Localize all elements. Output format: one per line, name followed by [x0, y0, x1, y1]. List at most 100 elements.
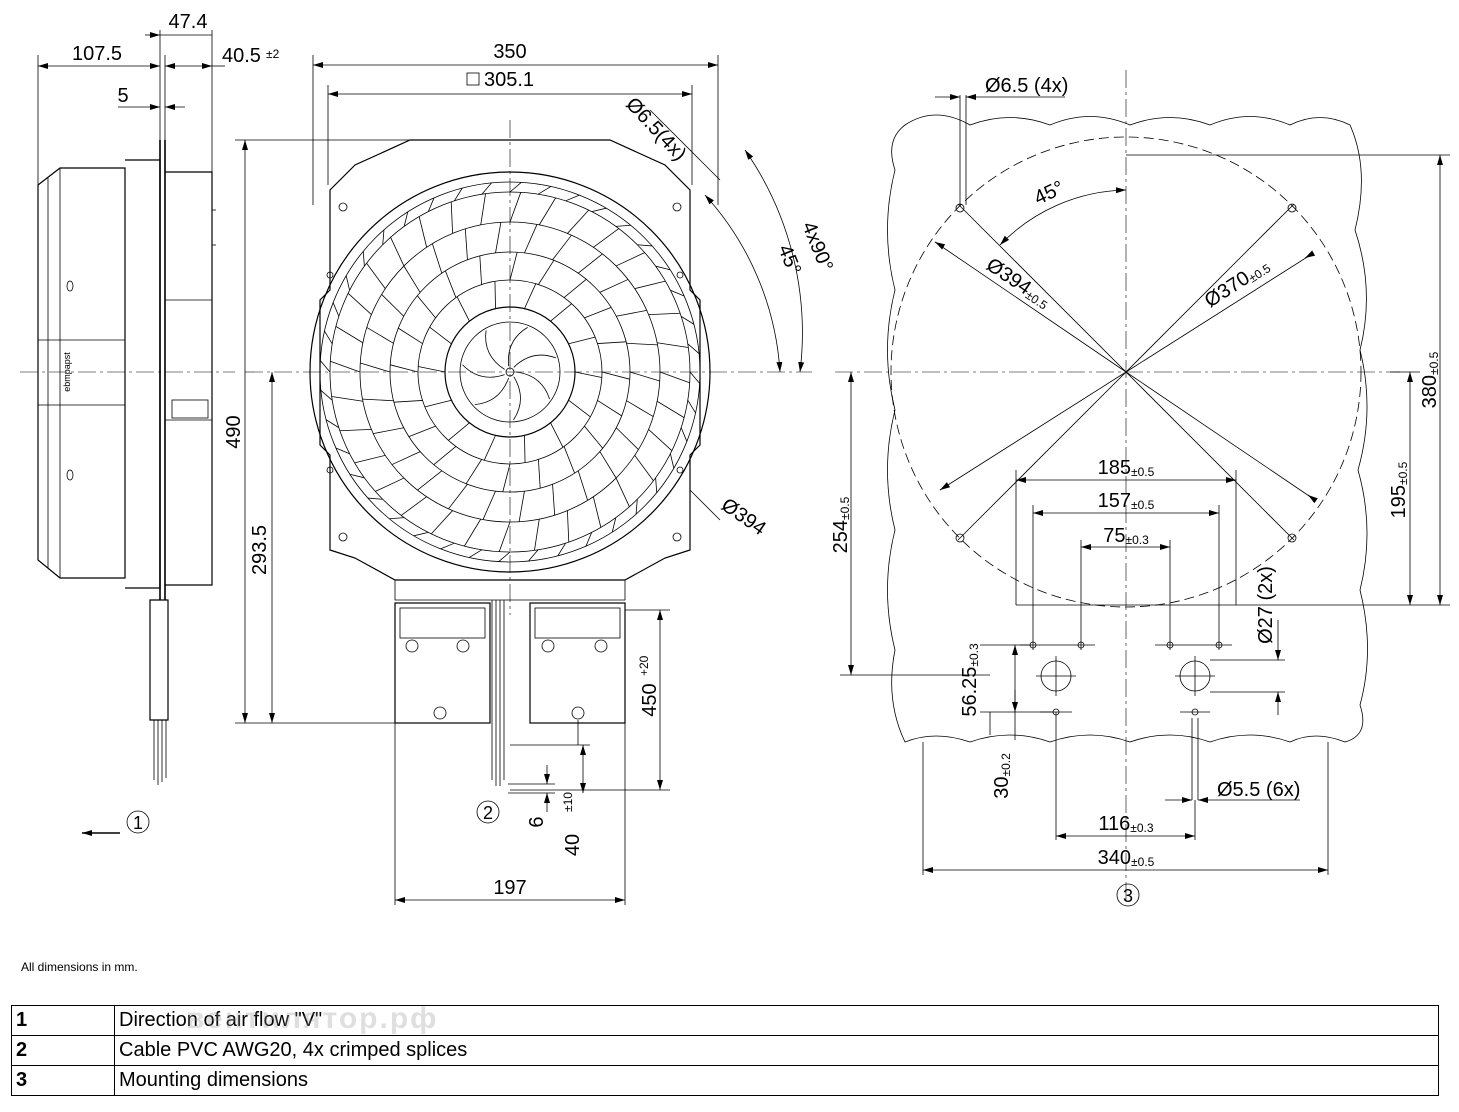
fan-spoke — [563, 446, 575, 474]
fan-spoke — [509, 192, 522, 223]
legend-number: 2 — [11, 1035, 115, 1066]
fan-spoke — [524, 224, 538, 254]
fan-spoke — [320, 390, 333, 401]
fan-spoke — [481, 182, 492, 195]
fan-spoke — [538, 260, 555, 285]
fan-spoke — [577, 470, 589, 501]
fan-spoke — [465, 459, 482, 484]
legend-row: 2 Cable PVC AWG20, 4x crimped splices — [11, 1035, 1439, 1066]
fan-spoke — [601, 371, 630, 380]
dim-flange-offset: 47.4 — [169, 11, 208, 33]
fan-spoke — [495, 222, 502, 253]
fan-spoke — [626, 400, 654, 417]
fan-spoke — [616, 309, 647, 317]
fan-spoke — [431, 243, 443, 274]
fan-spoke — [648, 429, 673, 452]
dim-w340: 340±0.5 — [1098, 847, 1155, 869]
fan-spoke — [655, 265, 671, 271]
fan-spoke — [534, 519, 540, 551]
fan-spoke — [657, 342, 689, 348]
fan-spoke — [362, 398, 394, 402]
fan-spoke — [634, 280, 666, 290]
fan-spoke — [354, 454, 386, 464]
fan-spoke — [599, 451, 617, 479]
fan-spoke — [331, 396, 363, 402]
impeller-blade — [462, 364, 505, 378]
impeller-blade — [513, 376, 521, 421]
fan-spoke — [430, 510, 453, 535]
fan-spoke — [335, 326, 364, 344]
fan-spoke — [629, 371, 660, 382]
dim-cable-length-tol: +20 — [637, 655, 651, 676]
dim-w116: 116±0.3 — [1098, 813, 1153, 835]
fan-spoke — [320, 360, 331, 373]
fan-spoke — [480, 193, 486, 225]
legend-text: Cable PVC AWG20, 4x crimped splices — [114, 1035, 1439, 1066]
fan-spoke — [381, 294, 405, 317]
dim-bolt-circle-big: Ø394±0.5 — [982, 254, 1054, 313]
fan-spoke — [584, 307, 612, 319]
fan-spoke — [565, 194, 580, 202]
fan-spoke — [375, 477, 405, 492]
fan-spoke — [413, 531, 429, 537]
fan-spoke — [424, 399, 452, 408]
fan-spoke — [366, 327, 394, 344]
fan-spoke — [634, 455, 654, 482]
fan-spoke — [687, 399, 696, 414]
fan-spoke — [362, 251, 365, 267]
fan-spoke — [591, 207, 607, 213]
fan-spoke — [611, 517, 617, 533]
fan-spoke — [615, 224, 631, 227]
fan-spoke — [464, 228, 468, 260]
svg-text:ebmpapst: ebmpapst — [62, 352, 72, 392]
callout-2: 2 — [483, 803, 493, 823]
legend-row: 1 Direction of air flow "V" — [11, 1005, 1439, 1036]
fan-spoke — [498, 551, 511, 562]
fan-spoke — [332, 302, 340, 317]
dim-height-total: 380±0.5 — [1419, 351, 1441, 408]
fan-spoke — [635, 499, 638, 515]
fan-spoke — [324, 330, 333, 345]
fan-spoke — [330, 360, 361, 373]
impeller-blade — [507, 327, 528, 367]
fan-spoke — [448, 422, 470, 441]
dim-angle-offset: 45° — [773, 242, 805, 278]
fan-spoke — [494, 281, 496, 309]
fan-spoke — [482, 490, 496, 520]
fan-spoke — [648, 312, 681, 315]
fan-spoke — [347, 292, 372, 315]
fan-spoke — [366, 262, 386, 289]
fan-spoke — [538, 459, 541, 489]
dim-mount-angle: 45° — [1031, 177, 1068, 210]
fan-spoke — [483, 435, 496, 461]
fan-spoke — [615, 427, 639, 450]
fan-spoke — [680, 316, 695, 325]
legend-text: Mounting dimensions — [114, 1065, 1439, 1096]
dim-cable-length: 450 — [639, 683, 661, 716]
fan-spoke — [433, 446, 457, 465]
fan-spoke — [584, 425, 603, 449]
fan-spoke — [450, 201, 453, 234]
fan-spoke — [518, 491, 525, 522]
fan-spoke — [615, 477, 630, 507]
legend-number: 3 — [11, 1065, 115, 1096]
units-note: All dimensions in mm. — [21, 960, 138, 974]
dim-rotor-depth: 40.5 — [222, 45, 261, 67]
fan-spoke — [429, 326, 452, 345]
dim-hole-front: Ø6.5(4x) — [621, 93, 690, 165]
dim-strip-splice-tol: ±10 — [561, 792, 575, 812]
fan-spoke — [567, 510, 570, 543]
fan-spoke — [398, 327, 423, 344]
fan-spoke — [563, 279, 587, 298]
fan-spoke — [403, 265, 421, 293]
fan-spoke — [445, 270, 457, 298]
fan-spoke — [390, 364, 419, 373]
fan-spoke — [448, 483, 468, 510]
fan-spoke — [403, 211, 409, 227]
fan-spoke — [389, 517, 405, 520]
fan-spoke — [599, 279, 629, 293]
dim-w157: 157±0.5 — [1098, 490, 1155, 512]
fan-spoke — [382, 229, 385, 245]
fan-spoke — [418, 366, 446, 373]
dim-diameter-front: Ø394 — [717, 494, 770, 540]
